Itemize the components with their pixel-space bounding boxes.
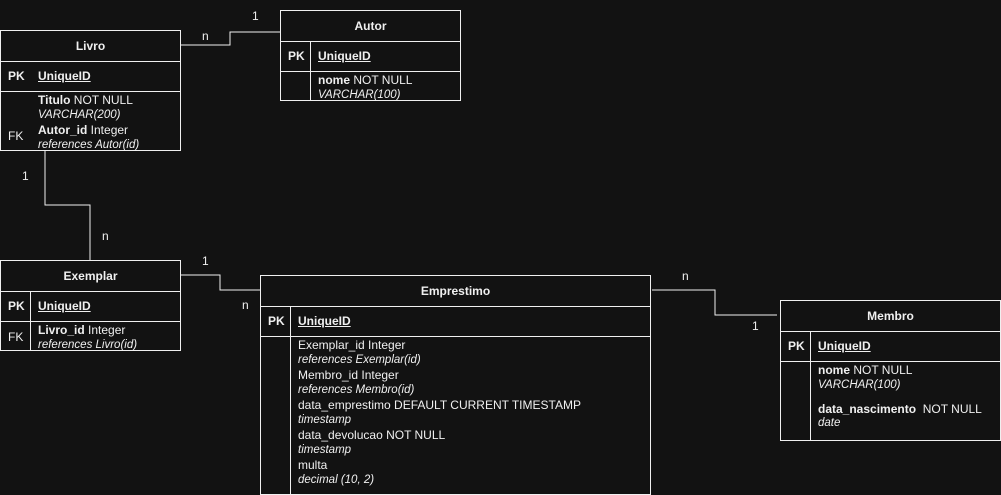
key-column <box>1 292 31 321</box>
field-livro-id: Livro_id Integer <box>38 323 126 337</box>
field-line: Exemplar_id Integer <box>298 338 406 352</box>
key-column <box>781 362 811 440</box>
key-column <box>1 322 31 350</box>
cardinality-livro-exemplar-1: 1 <box>22 169 29 183</box>
field-data-nascimento: data_nascimento NOT NULL <box>818 402 982 416</box>
pk-label: PK <box>788 339 805 353</box>
key-column <box>281 72 311 100</box>
entity-livro-fields: FK Titulo NOT NULL VARCHAR(200) Autor_id… <box>1 92 180 150</box>
pk-field: UniqueID <box>298 314 351 328</box>
key-column <box>781 332 811 361</box>
relation-livro-exemplar <box>44 150 91 260</box>
entity-autor[interactable]: Autor PK UniqueID nome NOT NULL VARCHAR(… <box>280 10 461 101</box>
entity-emprestimo[interactable]: Emprestimo PK UniqueID Exemplar_id Integ… <box>260 275 651 495</box>
relation-emprestimo-membro <box>652 289 777 316</box>
field-line: timestamp <box>298 444 352 456</box>
pk-label: PK <box>268 314 285 328</box>
entity-membro[interactable]: Membro PK UniqueID nome NOT NULL VARCHAR… <box>780 300 1001 441</box>
entity-autor-title: Autor <box>281 11 460 42</box>
cardinality-livro-exemplar-n: n <box>102 229 109 243</box>
field-nome-type: VARCHAR(100) <box>818 379 901 391</box>
cardinality-livro-autor-1: 1 <box>252 9 259 23</box>
field-line: references Membro(id) <box>298 384 415 396</box>
pk-field: UniqueID <box>318 49 371 63</box>
key-column <box>281 42 311 71</box>
entity-livro-pk-row: PK UniqueID <box>1 62 180 92</box>
field-titulo-type: VARCHAR(200) <box>38 109 121 121</box>
entity-livro-title: Livro <box>1 31 180 62</box>
fk-label: FK <box>8 330 24 344</box>
fk-label: FK <box>8 129 24 143</box>
entity-emprestimo-fields: Exemplar_id Integer references Exemplar(… <box>261 337 650 494</box>
entity-exemplar-fields: FK Livro_id Integer references Livro(id) <box>1 322 180 350</box>
field-line: references Exemplar(id) <box>298 354 421 366</box>
entity-autor-pk-row: PK UniqueID <box>281 42 460 72</box>
field-titulo: Titulo NOT NULL <box>38 93 133 107</box>
cardinality-exemplar-emprestimo-n: n <box>242 298 249 312</box>
entity-emprestimo-title: Emprestimo <box>261 276 650 307</box>
pk-field: UniqueID <box>38 69 91 83</box>
field-autor-id: Autor_id Integer <box>38 123 129 137</box>
entity-membro-pk-row: PK UniqueID <box>781 332 1000 362</box>
field-data-nascimento-type: date <box>818 417 841 429</box>
cardinality-exemplar-emprestimo-1: 1 <box>202 254 209 268</box>
field-line: data_devolucao NOT NULL <box>298 428 446 442</box>
entity-autor-fields: nome NOT NULL VARCHAR(100) <box>281 72 460 100</box>
entity-exemplar-pk-row: PK UniqueID <box>1 292 180 322</box>
entity-exemplar-title: Exemplar <box>1 261 180 292</box>
field-line: data_emprestimo DEFAULT CURRENT TIMESTAM… <box>298 398 581 412</box>
relation-exemplar-emprestimo <box>180 274 265 291</box>
cardinality-livro-autor-n: n <box>202 29 209 43</box>
pk-label: PK <box>8 69 25 83</box>
field-line: decimal (10, 2) <box>298 474 375 486</box>
field-nome: nome NOT NULL <box>818 363 913 377</box>
relation-livro-autor <box>178 31 280 46</box>
pk-label: PK <box>8 299 25 313</box>
key-column <box>261 307 291 336</box>
entity-livro[interactable]: Livro PK UniqueID FK Titulo NOT NULL VAR… <box>0 30 181 151</box>
field-autor-id-type: references Autor(id) <box>38 139 140 151</box>
pk-field: UniqueID <box>38 299 91 313</box>
field-nome-type: VARCHAR(100) <box>318 89 401 101</box>
field-line: multa <box>298 458 328 472</box>
field-line: timestamp <box>298 414 352 426</box>
cardinality-emprestimo-membro-1: 1 <box>752 319 759 333</box>
field-nome: nome NOT NULL <box>318 73 413 87</box>
pk-label: PK <box>288 49 305 63</box>
entity-membro-title: Membro <box>781 301 1000 332</box>
entity-emprestimo-pk-row: PK UniqueID <box>261 307 650 337</box>
pk-field: UniqueID <box>818 339 871 353</box>
cardinality-emprestimo-membro-n: n <box>682 269 689 283</box>
entity-exemplar[interactable]: Exemplar PK UniqueID FK Livro_id Integer… <box>0 260 181 351</box>
field-line: Membro_id Integer <box>298 368 399 382</box>
entity-membro-fields: nome NOT NULL VARCHAR(100) data_nascimen… <box>781 362 1000 440</box>
key-column <box>261 337 291 494</box>
field-livro-id-type: references Livro(id) <box>38 339 138 351</box>
